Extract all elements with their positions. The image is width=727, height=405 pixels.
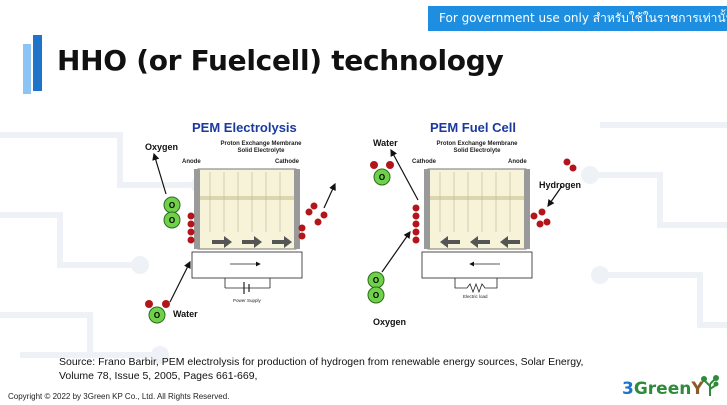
slide-title: HHO (or Fuelcell) technology bbox=[57, 44, 504, 77]
right-panel-title: PEM Fuel Cell bbox=[430, 120, 516, 135]
left-membrane-label-1: Proton Exchange Membrane bbox=[220, 141, 302, 147]
right-membrane-label-1: Proton Exchange Membrane bbox=[436, 141, 518, 147]
left-electrolysis-cell bbox=[191, 168, 303, 294]
logo-part-2: Green bbox=[633, 379, 692, 399]
left-panel-title: PEM Electrolysis bbox=[192, 120, 297, 135]
right-membrane-label-2: Solid Electrolyte bbox=[453, 148, 501, 154]
right-electric-load-label: Electric load bbox=[463, 294, 488, 299]
left-anode-label: Anode bbox=[182, 159, 201, 165]
left-water-label: Water bbox=[173, 309, 198, 319]
left-membrane-label-2: Solid Electrolyte bbox=[237, 148, 285, 154]
right-oxygen-label: Oxygen bbox=[373, 317, 407, 327]
left-water-molecule: O bbox=[145, 300, 170, 324]
pem-diagram: PEM Electrolysis Proton Exchange Membran… bbox=[130, 112, 590, 340]
tree-icon bbox=[701, 375, 719, 396]
right-anode-label: Anode bbox=[508, 159, 527, 165]
svg-text:O: O bbox=[373, 276, 379, 285]
left-cathode-label: Cathode bbox=[275, 159, 299, 165]
svg-text:O: O bbox=[169, 216, 175, 225]
title-accent-dark bbox=[33, 35, 42, 91]
right-water-molecule: O bbox=[370, 161, 394, 186]
copyright-notice: Copyright © 2022 by 3Green KP Co., Ltd. … bbox=[8, 392, 230, 401]
left-oxygen-molecule: O O bbox=[163, 196, 181, 229]
right-water-label: Water bbox=[373, 138, 398, 148]
svg-text:O: O bbox=[373, 291, 379, 300]
source-citation: Source: Frano Barbir, PEM electrolysis f… bbox=[59, 356, 584, 382]
svg-text:O: O bbox=[379, 173, 385, 182]
right-fuelcell-cell bbox=[421, 168, 533, 294]
logo-part-3: Y bbox=[691, 379, 704, 399]
right-cathode-label: Cathode bbox=[412, 159, 436, 165]
svg-text:O: O bbox=[169, 201, 175, 210]
right-hydrogen-label: Hydrogen bbox=[539, 180, 582, 190]
svg-text:O: O bbox=[154, 311, 160, 320]
left-oxygen-label: Oxygen bbox=[145, 142, 179, 152]
right-hydrogen-molecules bbox=[412, 158, 577, 244]
title-accent-light bbox=[23, 44, 31, 94]
government-use-banner: For government use only สำหรับใช้ในราชกา… bbox=[428, 6, 727, 31]
right-oxygen-molecule: O O bbox=[367, 271, 385, 304]
logo-part-1: 3 bbox=[622, 379, 634, 399]
circuit-background bbox=[0, 122, 727, 364]
left-hydrogen-molecules bbox=[187, 202, 328, 244]
diagram-graphics: O O O bbox=[145, 148, 577, 324]
company-logo: 3GreenY bbox=[622, 372, 722, 404]
left-power-supply-label: Power Supply bbox=[233, 298, 261, 303]
